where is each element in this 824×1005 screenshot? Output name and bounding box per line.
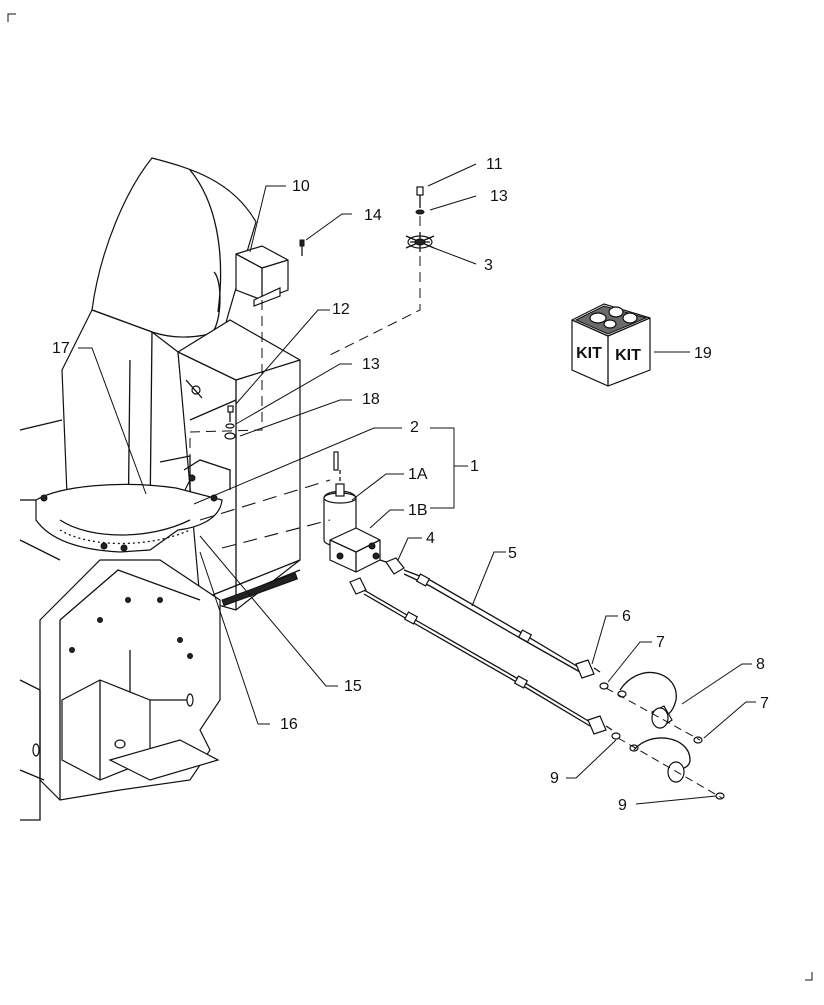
bolt-12 [227,405,234,422]
motor-alignment-line-1 [199,479,331,521]
crop-mark-bottom-right [805,972,813,981]
o-ring-7-mid [617,690,627,698]
callout-11: 11 [486,156,503,173]
fitting-6-lower [587,715,613,735]
cap-8-lower [633,737,691,783]
cap-centerline-upper [605,687,701,741]
washer-13b [225,423,235,429]
o-ring-9-right [715,792,725,800]
callout-17: 17 [52,340,70,357]
callout-10: 10 [292,178,310,195]
callout-18: 18 [362,391,380,408]
o-ring-9-upper [611,732,621,740]
callout-7-right: 7 [760,695,769,712]
kit-box-19: KIT KIT [571,303,651,387]
callout-1b: 1B [408,502,428,519]
gear-centerline [327,216,421,357]
o-ring-7-right [693,736,703,744]
callout-8: 8 [756,656,765,673]
bolt-11 [416,186,424,208]
callout-13-mid: 13 [362,356,380,373]
crop-mark-top-left [7,13,16,22]
callout-1: 1 [470,458,479,475]
motor-alignment-line-2 [221,519,331,549]
callout-19: 19 [694,345,712,362]
leader-lines [78,163,756,805]
callout-6: 6 [622,608,631,625]
fitting-6-upper [575,659,601,679]
callout-16: 16 [280,716,298,733]
callout-5: 5 [508,545,517,562]
callouts: 11 13 3 10 14 12 17 13 18 2 1 1A 1B 4 5 … [52,156,769,814]
callout-9-left: 9 [550,770,559,787]
hose-5 [363,569,591,727]
bolt-14 [299,239,305,256]
callout-3: 3 [484,257,493,274]
callout-9-right: 9 [618,797,627,814]
kit-label-right: KIT [615,347,641,364]
gear-3 [405,232,435,252]
callout-12: 12 [332,301,350,318]
callout-2: 2 [410,419,419,436]
washer-13 [415,209,425,215]
bracket-10 [235,245,289,307]
callout-14: 14 [364,207,382,224]
o-ring-7-upper [599,682,609,690]
washer-18 [224,432,236,440]
bracket-centerline [189,300,263,470]
callout-4: 4 [426,530,435,547]
chute-assembly [19,157,301,611]
cap-8-upper [619,672,677,729]
callout-7-upper: 7 [656,634,665,651]
kit-label-left: KIT [576,345,602,362]
fitting-lower [349,577,367,595]
blower-frame [19,559,221,821]
cap-centerline-lower [617,737,723,799]
callout-15: 15 [344,678,362,695]
callout-1a: 1A [408,466,428,483]
fitting-4 [379,557,405,575]
callout-13-top: 13 [490,188,508,205]
